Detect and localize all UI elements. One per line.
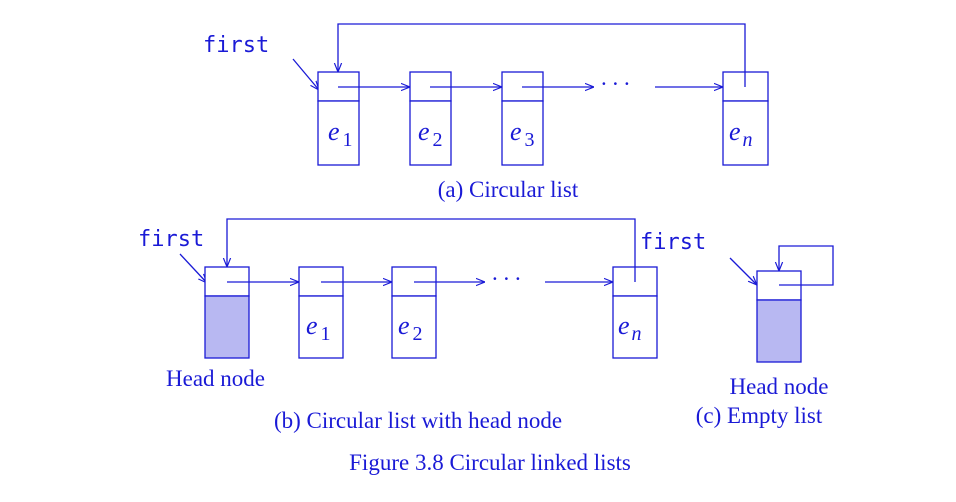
head-node-label-c: Head node xyxy=(730,374,829,399)
node-data-cell xyxy=(612,295,658,359)
first-pointer-arrow-b xyxy=(179,253,207,283)
node-data-cell xyxy=(409,100,452,166)
circular-return-link-b xyxy=(227,218,636,282)
head-node-label-b: Head node xyxy=(166,366,265,391)
ellipsis-a: . . . xyxy=(601,65,630,90)
node-data-cell xyxy=(501,100,544,166)
figure-caption: Figure 3.8 Circular linked lists xyxy=(349,450,631,475)
caption-a: (a) Circular list xyxy=(438,177,579,202)
node-data-cell xyxy=(298,295,344,359)
first-pointer-label-b: first xyxy=(138,227,204,252)
head-node-data-cell xyxy=(756,299,802,363)
node-data-cell xyxy=(391,295,437,359)
caption-b: (b) Circular list with head node xyxy=(274,408,562,433)
first-pointer-arrow-c xyxy=(729,257,757,285)
head-node-b xyxy=(204,266,250,359)
first-pointer-label-c: first xyxy=(640,230,706,255)
caption-c: (c) Empty list xyxy=(696,403,823,428)
ellipsis-b: . . . xyxy=(492,260,521,285)
node-data-cell xyxy=(317,100,360,166)
circular-return-link-a xyxy=(338,23,746,87)
first-pointer-arrow-a xyxy=(292,58,319,90)
head-node-data-cell xyxy=(204,295,250,359)
panel-c: first Head node (c) Empty list xyxy=(640,230,834,428)
node-data-cell xyxy=(722,100,769,166)
first-pointer-label-a: first xyxy=(203,33,269,58)
self-loop-link-c xyxy=(779,245,834,286)
